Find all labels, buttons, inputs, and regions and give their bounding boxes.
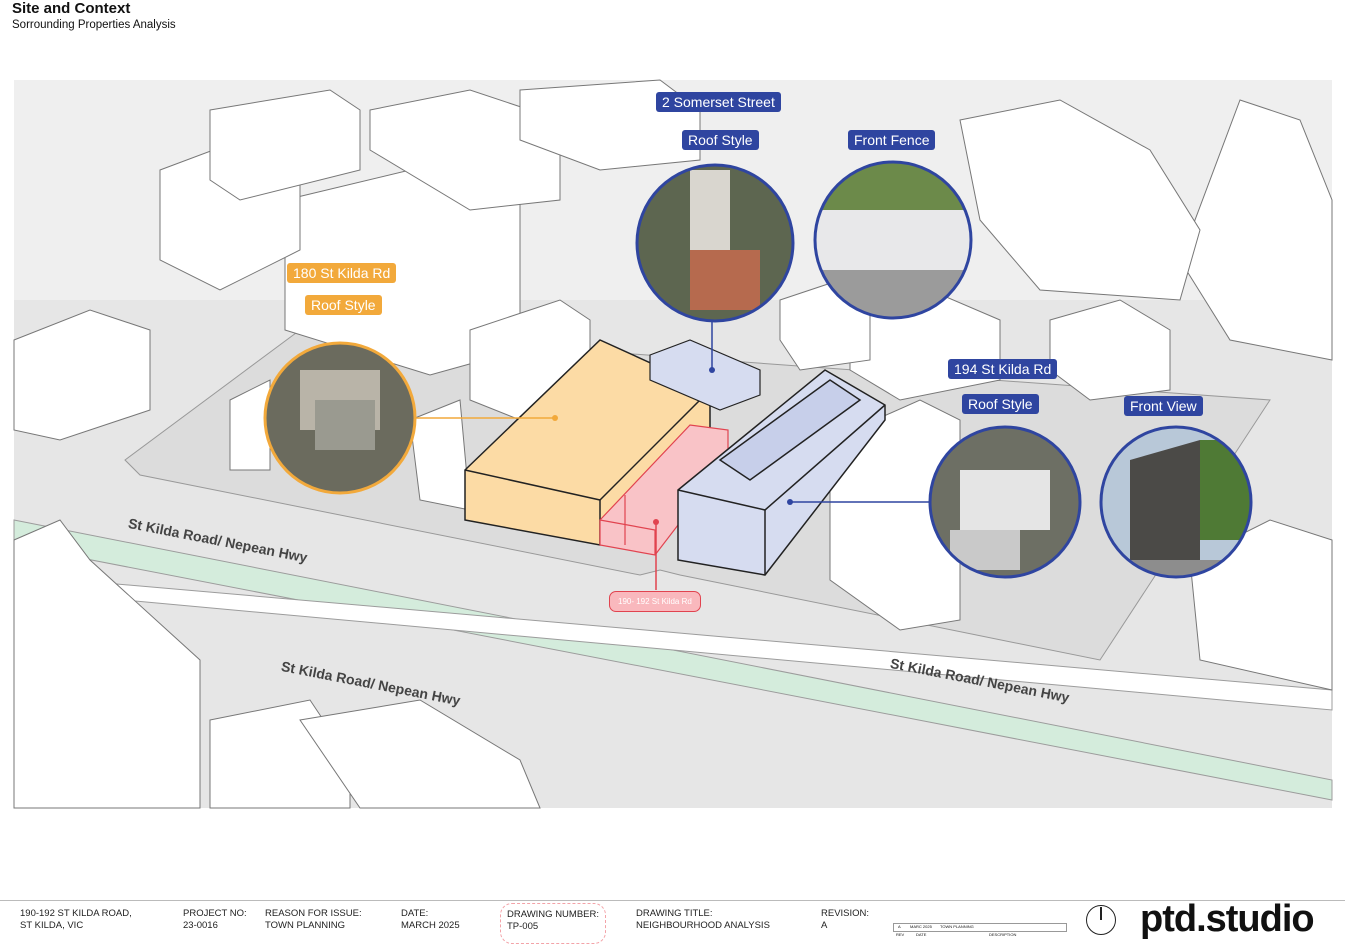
rev-header: DESCRIPTION xyxy=(989,932,1017,937)
page-subtitle: Sorrounding Properties Analysis xyxy=(12,19,176,31)
photo-somerset-fence xyxy=(815,162,971,318)
reason-value: TOWN PLANNING xyxy=(265,920,346,931)
revision-label: REVISION: xyxy=(821,908,870,919)
label-front-view: Front View xyxy=(1124,396,1203,416)
photo-somerset-roof xyxy=(637,165,793,321)
label-180-st-kilda-rd: 180 St Kilda Rd xyxy=(287,263,397,283)
reason-label: REASON FOR ISSUE: xyxy=(265,908,362,919)
rev-date-cell: MARC 2025 xyxy=(910,924,932,929)
logo: ptd.studio xyxy=(1140,898,1315,940)
project-value: 23-0016 xyxy=(183,920,218,931)
label-site: 190- 192 St Kilda Rd xyxy=(609,591,701,612)
tram-median xyxy=(13,519,1333,801)
photo-194-roof xyxy=(930,427,1080,577)
label-194-st-kilda-rd: 194 St Kilda Rd xyxy=(948,359,1058,379)
drawing-number-value: TP-005 xyxy=(507,921,539,932)
address-line: ST KILDA, VIC xyxy=(20,920,84,931)
page-title: Site and Context xyxy=(12,0,131,17)
building-194-st-kilda-rd xyxy=(677,369,886,576)
rev-header: DATE xyxy=(916,932,927,937)
north-arrow-icon xyxy=(1086,905,1116,935)
rev-cell: A xyxy=(898,924,901,929)
revision-table: A MARC 2025 TOWN PLANNING REV DATE DESCR… xyxy=(893,923,1067,937)
photo-180-roof xyxy=(265,343,415,493)
address-line: 190-192 ST KILDA ROAD, xyxy=(20,908,132,919)
revision-value: A xyxy=(821,920,828,931)
label-2-somerset-street: 2 Somerset Street xyxy=(656,92,781,112)
drawing-title-label: DRAWING TITLE: xyxy=(636,908,713,919)
drawing-title-value: NEIGHBOURHOOD ANALYSIS xyxy=(636,920,770,931)
label-194-roof-style: Roof Style xyxy=(962,394,1039,414)
label-front-fence: Front Fence xyxy=(848,130,936,150)
date-label: DATE: xyxy=(401,908,429,919)
date-value: MARCH 2025 xyxy=(401,920,460,931)
context-buildings xyxy=(13,79,1333,809)
label-180-roof-style: Roof Style xyxy=(305,295,382,315)
rev-header: REV xyxy=(896,932,905,937)
label-somerset-roof-style: Roof Style xyxy=(682,130,759,150)
rev-desc-cell: TOWN PLANNING xyxy=(940,924,974,929)
project-label: PROJECT NO: xyxy=(183,908,247,919)
building-2-somerset-street xyxy=(649,339,761,411)
drawing-number-label: DRAWING NUMBER: xyxy=(507,909,600,920)
site-context-map xyxy=(13,79,1333,809)
title-block: 190-192 ST KILDA ROAD,ST KILDA, VIC PROJ… xyxy=(0,900,1345,944)
